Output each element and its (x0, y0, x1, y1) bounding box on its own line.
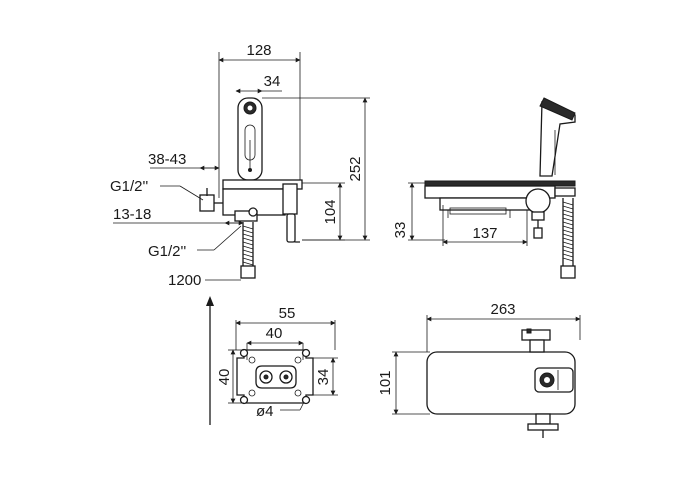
shower-head-side (539, 97, 576, 177)
dim-side-length: 137 (472, 225, 497, 242)
dim-top-depth: 101 (377, 370, 394, 395)
side-view: 33 137 (392, 97, 576, 279)
top-view: 263 101 (377, 301, 581, 438)
dim-box-width-inner: 40 (266, 325, 283, 342)
dim-hole-diameter: ø4 (256, 403, 274, 420)
inlet-left (199, 194, 215, 212)
orientation-arrow (206, 296, 214, 425)
dim-total-height: 252 (347, 156, 364, 181)
dim-body-height: 104 (322, 199, 339, 224)
dim-box-height-inner: 34 (315, 369, 332, 386)
dim-top-length: 263 (490, 301, 515, 318)
dim-inlet-depth: 13-18 (113, 206, 151, 223)
dim-head-width: 34 (264, 73, 281, 90)
front-view: 128 34 252 (110, 42, 370, 289)
dim-box-height-outer: 40 (216, 369, 233, 386)
hose (240, 222, 256, 279)
dim-side-height: 33 (392, 222, 409, 239)
label-thread-bottom: G1/2'' (148, 243, 186, 260)
dim-wall-range: 38-43 (148, 151, 186, 168)
dim-front-width: 128 (246, 42, 271, 59)
label-thread-top: G1/2'' (110, 178, 148, 195)
mounting-box-view: 55 40 40 34 ø4 (216, 305, 338, 420)
dim-box-width-outer: 55 (279, 305, 296, 322)
dim-hose-length: 1200 (168, 272, 201, 289)
